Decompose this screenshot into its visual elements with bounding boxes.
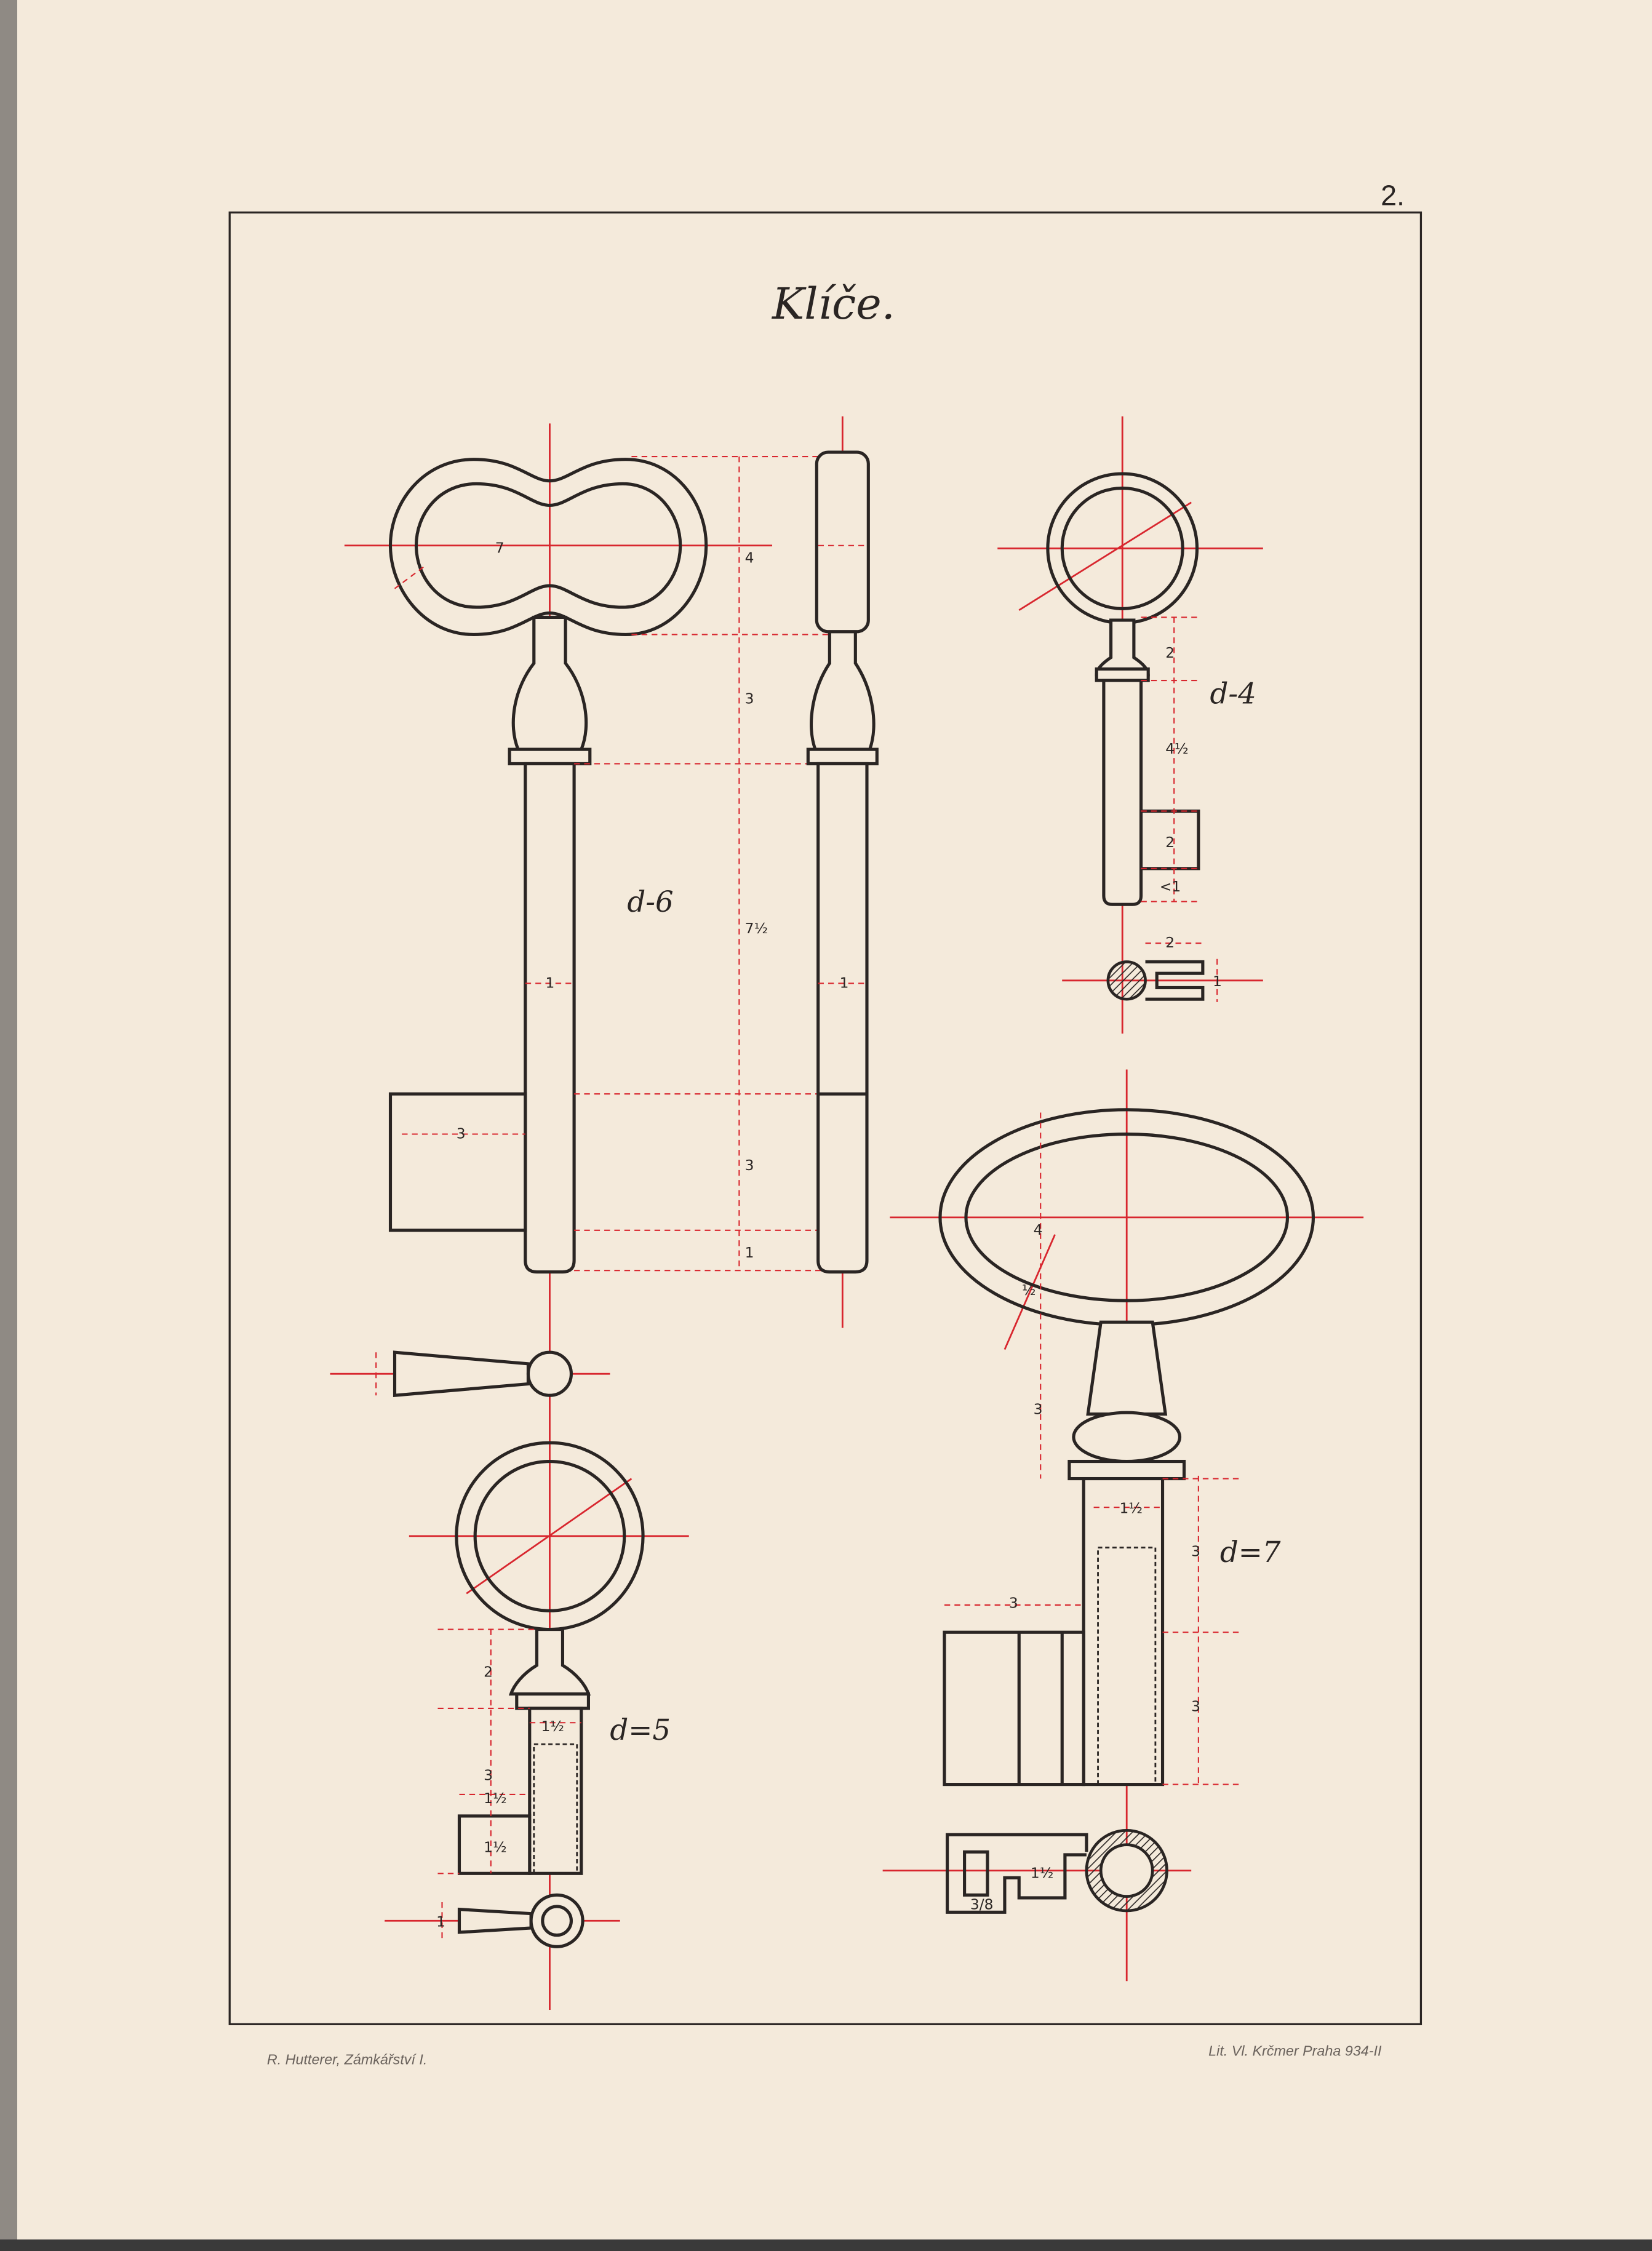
dim-d5-neck: 2 [484, 1663, 493, 1681]
dim-d7-bow-ring: ½ [1022, 1281, 1036, 1299]
dim-d7-bow: 4 [1034, 1221, 1043, 1238]
dim-d7-upper: 3 [1191, 1543, 1200, 1560]
key-d7-label: d=7 [1220, 1536, 1281, 1569]
dim-d7-neck: 3 [1034, 1401, 1043, 1418]
dim-d6-bit: 3 [745, 1157, 754, 1174]
dim-d4-shank: 4½ [1165, 740, 1188, 757]
dim-d5-shank-width: 1½ [541, 1718, 564, 1735]
dim-d4-neck: 2 [1165, 644, 1175, 661]
footer-printer: Lit. Vl. Krčmer Praha 934-II [1208, 2043, 1382, 2059]
key-d6-side [806, 416, 879, 1328]
footer-author: R. Hutterer, Zámkářství I. [267, 2052, 428, 2068]
binding-edge [0, 0, 17, 2251]
dim-d6-tip: 1 [745, 1244, 754, 1261]
dim-d5-section: 1 [436, 1913, 445, 1930]
key-d6-label: d-6 [627, 886, 673, 919]
dim-d7-lower: 3 [1191, 1698, 1200, 1715]
dim-d6-shank: 7½ [745, 920, 768, 937]
key-d6-section [330, 1350, 610, 1398]
dim-d4-tip: <1 [1160, 878, 1181, 895]
dim-d5-bit-width: 1½ [484, 1790, 506, 1807]
dim-d6-neck: 3 [745, 690, 754, 707]
dim-d6-side-width: 1 [840, 974, 849, 991]
key-d5 [385, 1441, 689, 1948]
plate-border [228, 211, 1423, 2025]
dim-d7-bit-width: 3 [1009, 1595, 1018, 1612]
dim-d6-shank-width: 1 [545, 974, 554, 991]
key-d4 [997, 416, 1263, 1034]
page-number: 2. [1381, 180, 1405, 212]
dim-d7-shank-width: 1½ [1120, 1500, 1143, 1517]
key-d7 [882, 1069, 1364, 1982]
dim-d7-section: 1½ [1031, 1864, 1053, 1881]
dim-d4-bit: 2 [1165, 834, 1175, 851]
dim-d4-section: 2 [1165, 934, 1175, 951]
dim-d7-section-small: 3/8 [970, 1896, 994, 1913]
dim-d6-bow-height: 4 [745, 549, 754, 567]
key-d6-front [344, 423, 832, 2010]
dim-d4-section-height: 1 [1213, 973, 1222, 990]
dim-d5-bit-height: 1½ [484, 1838, 506, 1855]
dim-d6-bit-width: 3 [457, 1125, 466, 1142]
key-d5-label: d=5 [610, 1714, 671, 1747]
plate-title: Klíče. [771, 279, 895, 329]
dim-d6-bow-width: 7 [495, 539, 505, 556]
dim-d5-shank: 3 [484, 1767, 493, 1784]
key-d4-label: d-4 [1210, 677, 1256, 711]
bottom-edge [0, 2239, 1652, 2251]
